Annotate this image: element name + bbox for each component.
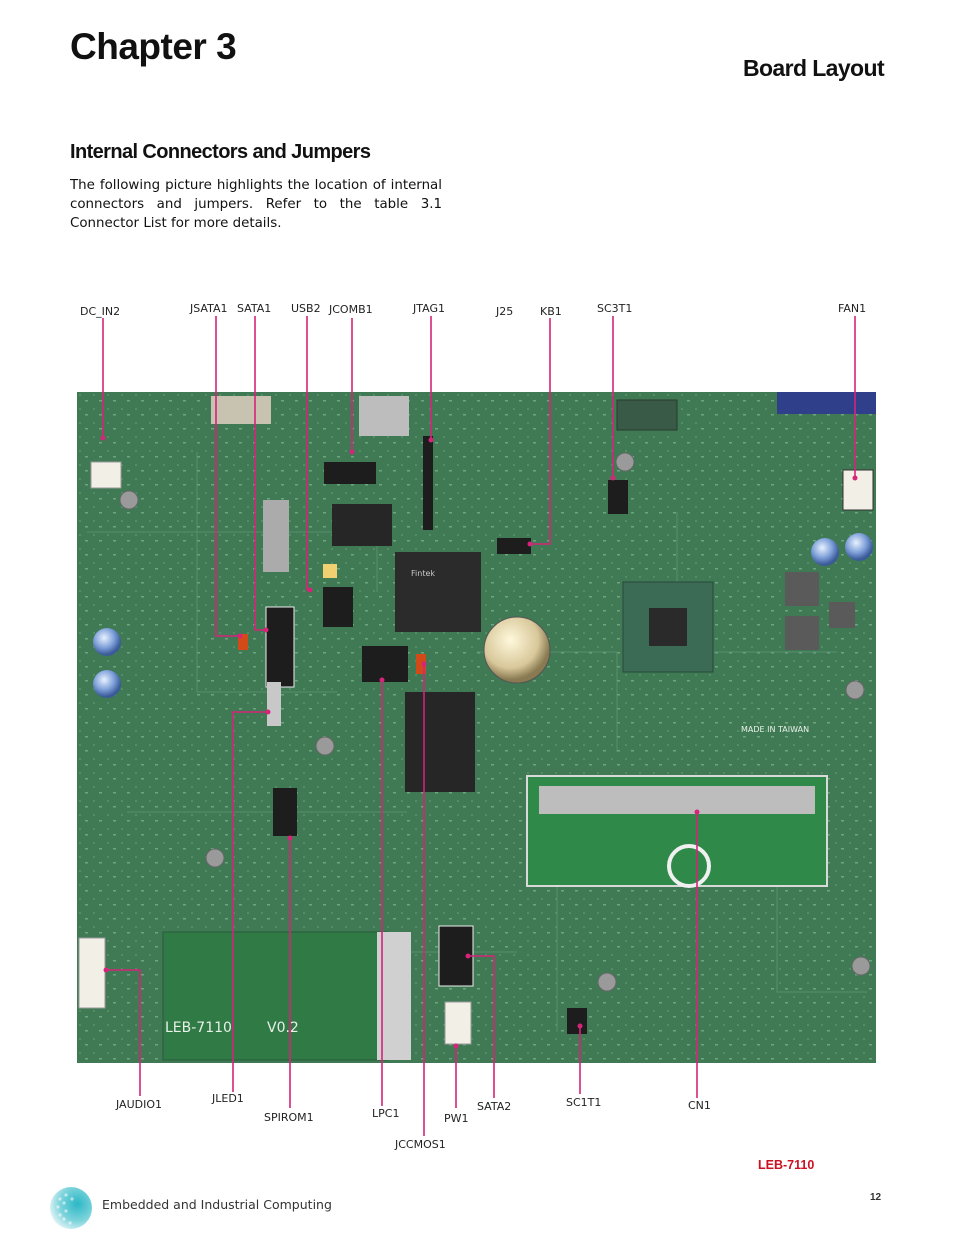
label-kb1: KB1 <box>540 305 562 318</box>
label-jccmos1: JCCMOS1 <box>395 1138 446 1151</box>
cmos-battery <box>483 616 551 684</box>
label-jled1: JLED1 <box>212 1092 244 1105</box>
dc-in2-connector <box>90 461 122 489</box>
label-sata2: SATA2 <box>477 1100 512 1113</box>
jsata1-jumper <box>238 634 248 650</box>
chapter-title: Chapter 3 <box>70 26 237 67</box>
footer-company: Embedded and Industrial Computing <box>102 1197 332 1212</box>
sata1-connector <box>265 606 295 688</box>
lpc1-header <box>362 646 408 682</box>
silkscreen-model: LEB-7110 <box>165 1020 232 1036</box>
jtag1-header <box>423 436 433 530</box>
silkscreen-version: V0.2 <box>267 1020 299 1036</box>
label-j25: J25 <box>496 305 514 318</box>
footer-model: LEB-7110 <box>758 1158 815 1172</box>
page-number: 12 <box>870 1192 882 1203</box>
label-jcomb1: JCOMB1 <box>329 303 373 316</box>
label-spirom1: SPIROM1 <box>264 1111 314 1124</box>
sc1t1-header <box>567 1008 587 1034</box>
motherboard-image: LEB-7110 V0.2 MADE IN TAIWAN Fintek <box>77 392 876 1063</box>
company-logo-icon <box>50 1187 92 1229</box>
intro-paragraph: The following picture highlights the loc… <box>70 178 442 231</box>
sc3t1-header <box>608 480 628 514</box>
chip-vendor: Fintek <box>411 569 435 578</box>
label-jsata1: JSATA1 <box>190 302 228 315</box>
label-sata1: SATA1 <box>237 302 272 315</box>
fan1-connector <box>842 469 874 511</box>
label-jtag1: JTAG1 <box>413 302 445 315</box>
superio-chip <box>395 552 481 632</box>
label-fan1: FAN1 <box>838 302 867 315</box>
silkscreen-origin: MADE IN TAIWAN <box>741 725 809 734</box>
label-usb2: USB2 <box>291 302 321 315</box>
label-jaudio1: JAUDIO1 <box>116 1098 162 1111</box>
label-pw1: PW1 <box>444 1112 469 1125</box>
spirom1-header <box>273 788 297 836</box>
label-dc-in2: DC_IN2 <box>80 305 121 318</box>
subsection-title: Internal Connectors and Jumpers <box>70 141 371 163</box>
label-sc1t1: SC1T1 <box>566 1096 602 1109</box>
label-sc3t1: SC3T1 <box>597 302 633 315</box>
label-cn1: CN1 <box>688 1099 711 1112</box>
jled1-header <box>267 682 281 726</box>
jaudio1-connector <box>78 937 106 1009</box>
pw1-connector <box>444 1001 472 1045</box>
jcomb1-header <box>324 462 376 484</box>
section-title: Board Layout <box>742 55 885 81</box>
label-lpc1: LPC1 <box>372 1107 400 1120</box>
jccmos1-jumper <box>416 654 426 674</box>
usb2-header <box>323 587 353 627</box>
sata2-connector <box>438 925 474 987</box>
kb1-header <box>497 538 531 554</box>
